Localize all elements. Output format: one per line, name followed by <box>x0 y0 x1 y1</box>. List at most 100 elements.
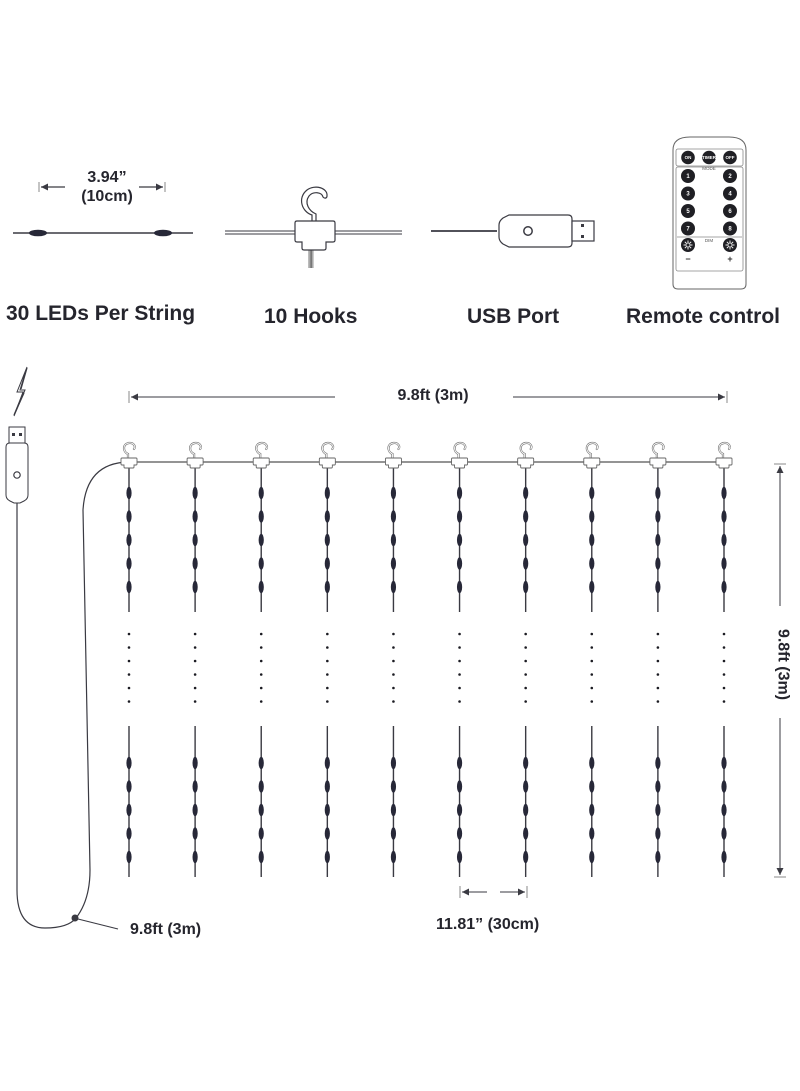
led-bulb <box>126 533 132 547</box>
ellipsis-dot <box>524 673 527 676</box>
led-bulb <box>523 850 529 864</box>
led-bulb <box>456 533 463 547</box>
led-bulb <box>456 756 463 770</box>
ellipsis-dot <box>127 700 131 703</box>
hook-connector <box>318 441 336 469</box>
ellipsis-dot <box>458 673 461 676</box>
hook-body <box>120 457 138 469</box>
ellipsis-dot <box>524 686 527 690</box>
remote-mode-number: 2 <box>728 174 732 180</box>
arrowhead <box>41 183 48 191</box>
usb-pin <box>12 433 15 436</box>
usb-connector <box>571 220 595 242</box>
sun-ray <box>689 246 692 249</box>
led-spacing-label: 3.94” (10cm) <box>62 168 152 206</box>
ellipsis-dot <box>656 686 660 690</box>
hook-body <box>583 457 601 469</box>
led-bulb <box>258 510 264 523</box>
hook-connector <box>252 441 270 469</box>
hook-connector <box>451 441 469 469</box>
cable-marker <box>71 914 79 922</box>
arrowhead <box>776 868 784 875</box>
hook-connector <box>583 441 601 469</box>
arrowhead <box>156 183 163 191</box>
led-bulb <box>456 780 463 793</box>
remote-plus: + <box>727 254 732 264</box>
lead-cable <box>16 461 131 930</box>
led-bulb <box>126 827 132 840</box>
arrowhead <box>776 466 784 473</box>
remote-button-on <box>681 150 695 165</box>
led-bulb <box>523 486 529 500</box>
usb-port-label: USB Port <box>467 305 560 328</box>
led-bulb <box>655 533 661 547</box>
led-bulb <box>258 756 264 770</box>
sun-ray <box>726 246 729 249</box>
led-bulb <box>523 557 529 570</box>
remote-mode-number: 7 <box>686 227 690 233</box>
hook-connector-icon <box>225 186 402 268</box>
ellipsis-dot <box>326 632 329 636</box>
hook-curve <box>321 441 335 460</box>
ellipsis-dot <box>193 659 197 663</box>
led-spacing-inches: 3.94” <box>87 169 127 186</box>
ellipsis-dot <box>259 673 263 676</box>
curtain-width-label: 9.8ft (3m) <box>397 387 469 404</box>
hook-curve <box>453 441 467 460</box>
led-bulb <box>721 510 727 523</box>
led-bulb <box>192 803 198 817</box>
sun-ray <box>731 241 734 244</box>
led-bulb <box>655 486 661 500</box>
led-bulb <box>192 557 198 570</box>
remote-minus: − <box>685 254 690 264</box>
led-bulb <box>721 486 727 500</box>
led-bulb <box>390 533 397 547</box>
hook-curve-inner <box>255 442 268 459</box>
hook-curve-inner <box>189 442 202 459</box>
ellipsis-dot <box>392 686 395 690</box>
led-bulb <box>655 850 661 864</box>
led-string <box>120 441 138 877</box>
led-string <box>318 441 336 877</box>
led-bulb <box>589 827 595 840</box>
ellipsis-dot <box>590 659 594 663</box>
remote-mode-button <box>681 169 695 183</box>
ellipsis-dot <box>458 686 461 690</box>
ellipsis-dot <box>259 700 263 703</box>
arrowhead <box>718 393 725 401</box>
ellipsis-dot <box>722 700 726 703</box>
led-bulb <box>126 803 132 817</box>
hook-body <box>517 457 535 469</box>
ellipsis-dot <box>656 659 660 663</box>
led-string <box>451 441 469 877</box>
hook-curve-inner <box>520 442 532 459</box>
led-bulb <box>655 557 661 570</box>
led-bulb <box>655 580 661 594</box>
hook-curve <box>651 441 665 460</box>
led-bulb <box>126 510 132 523</box>
led-bulb <box>324 533 330 547</box>
led-strings <box>120 441 733 877</box>
hook-curve <box>300 186 328 221</box>
led-bulb <box>390 557 397 570</box>
led-bulb <box>655 510 661 523</box>
remote-mode-button <box>681 204 695 218</box>
led-bulb <box>589 486 595 500</box>
arrowhead <box>462 888 469 896</box>
led-bulb <box>721 533 727 547</box>
ellipsis-dot <box>259 659 263 663</box>
remote-mode-number: 6 <box>728 209 732 215</box>
remote-mode-button <box>723 186 737 201</box>
led-bulb <box>192 780 198 793</box>
led-bulb <box>655 756 661 770</box>
ellipsis-dot <box>127 632 131 636</box>
led-bulb <box>192 533 198 547</box>
led-bulb <box>456 486 463 500</box>
led-bulb <box>192 510 198 523</box>
ellipsis-dot <box>193 686 197 690</box>
usb-plug-icon <box>5 426 29 504</box>
led-bulb <box>126 780 132 793</box>
led-string <box>649 441 667 877</box>
ellipsis-dot <box>326 700 329 703</box>
